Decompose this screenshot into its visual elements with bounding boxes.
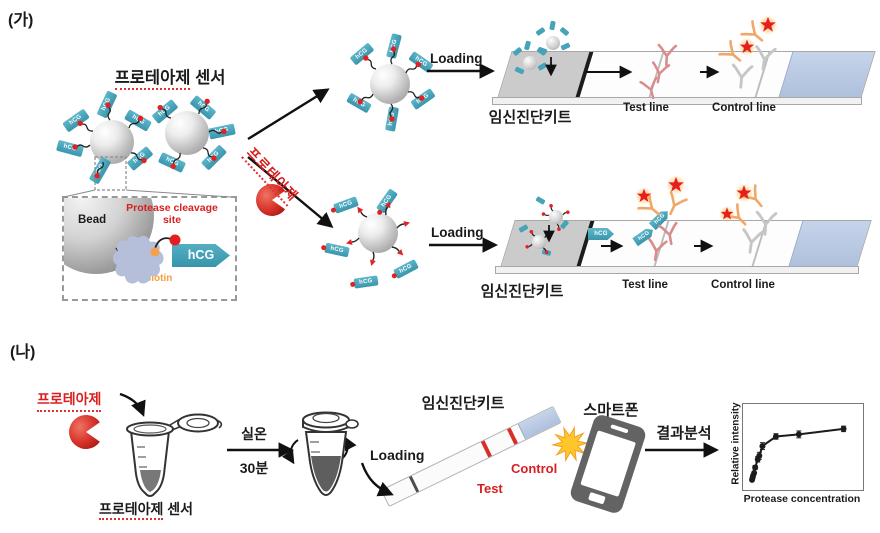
strip-edge: [492, 97, 862, 105]
test-line: [480, 440, 492, 458]
test-label-na: Test: [477, 481, 503, 496]
hcg-chip: [523, 40, 532, 51]
incubation-temp-label: 실온: [241, 426, 267, 442]
sensor-bead-cleaved: [358, 213, 398, 253]
smartphone-icon: [568, 412, 648, 516]
panel-ga-label: (가): [8, 12, 34, 29]
hcg-chip: [535, 26, 546, 37]
smartphone-label: 스마트폰: [583, 402, 639, 419]
cleavage-site-label: Protease cleavage site: [126, 202, 218, 227]
control-line-stripe: [751, 221, 768, 267]
sensor-title-rest: 센서: [195, 69, 226, 87]
absorbent-pad: [778, 52, 875, 98]
hcg-chip: [549, 20, 556, 31]
loading-label-top: Loading: [430, 51, 483, 66]
control-line-label-top: Control line: [712, 102, 776, 114]
hcg-tag: hCG: [62, 108, 90, 133]
panel-na-label: (나): [10, 344, 36, 361]
hcg-tag-released: hCG: [393, 258, 419, 280]
sensor-title: 프로테아제 센서: [95, 64, 245, 90]
control-line-stripe: [754, 52, 771, 98]
bead-label: Bead: [78, 214, 107, 226]
hcg-tag: hCG: [386, 33, 402, 59]
hcg-tag: hCG: [410, 88, 436, 110]
absorbent-pad: [517, 406, 562, 440]
strip-edge: [495, 266, 859, 274]
hcg-tag: hCG: [346, 92, 372, 114]
sensor-bead-mini: [523, 56, 537, 70]
hcg-chip: [535, 196, 546, 205]
sensor-bead: [165, 111, 209, 155]
hcg-tag: hCG: [157, 152, 187, 173]
sensor-bead-mini-cleaved: [532, 235, 546, 249]
sensor-bead-mini: [546, 36, 560, 50]
sensor-label-rest: 센서: [167, 501, 194, 517]
graph-y-axis-label: Relative intensity: [730, 402, 742, 485]
lateral-flow-strip-top: [497, 51, 876, 99]
analysis-label: 결과분석: [656, 425, 712, 442]
hcg-tag: hCG: [208, 123, 236, 140]
na-curved-arrows: [119, 392, 394, 497]
sample-pad: [501, 221, 595, 267]
sensor-bead-mini-cleaved: [549, 210, 563, 224]
test-line-label-top: Test line: [623, 102, 669, 114]
sample-pad: [498, 52, 594, 98]
control-label-na: Control: [511, 461, 558, 476]
hcg-chip: [559, 26, 570, 37]
hcg-tag: hCG: [200, 144, 228, 171]
graph-x-axis-label: Protease concentration: [743, 493, 861, 505]
test-line-label-bottom: Test line: [622, 279, 668, 291]
hcg-tag: hCG: [56, 139, 84, 158]
hcg-tag: hCG: [384, 106, 400, 132]
hcg-tag: hCG: [349, 42, 375, 66]
biotin-label: Biotin: [144, 273, 173, 284]
control-line-label-bottom: Control line: [711, 279, 775, 291]
protease-label-na: 프로테아제: [37, 389, 102, 412]
kit-label-bottom: 임신진단키트: [480, 283, 564, 300]
protease-arrow-label: 프로테아제: [241, 142, 304, 207]
absorbent-pad: [788, 221, 871, 267]
kit-label-na: 임신진단키트: [421, 395, 505, 412]
microtube-open: [126, 413, 223, 497]
loading-label-na: Loading: [370, 447, 425, 463]
hcg-tag-released: hCG: [353, 275, 379, 289]
sensor-bead: [90, 120, 134, 164]
sensor-label-main: 프로테아제: [98, 501, 164, 520]
loading-label-bottom: Loading: [431, 225, 484, 240]
kit-label-top: 임신진단키트: [488, 109, 572, 126]
sensor-title-main: 프로테아제: [114, 69, 191, 90]
hcg-tag-released: hCG: [333, 196, 359, 214]
hcg-tag: hCG: [96, 90, 118, 119]
control-line: [506, 427, 518, 445]
sensor-inset-diagram: Bead Protease cleavage site hCG Biotin: [62, 196, 237, 301]
sample-line: [408, 475, 420, 493]
microtube-closed: [302, 411, 359, 496]
result-graph: [742, 403, 864, 491]
sensor-bead-intact: [370, 64, 410, 104]
graph-canvas: [749, 425, 847, 483]
hcg-tag-released: hCG: [376, 188, 398, 214]
lateral-flow-strip-bottom: [500, 220, 872, 268]
phone-home-button: [588, 491, 606, 505]
sensor-label-na: 프로테아제 센서: [86, 499, 206, 520]
phone-speaker: [610, 424, 629, 434]
incubation-time-label: 30분: [239, 460, 269, 476]
hcg-tag-released: hCG: [324, 242, 350, 258]
phone-screen: [580, 430, 636, 497]
test-line-stripe: [648, 52, 665, 98]
hcg-arrow-tag: hCG: [172, 244, 230, 267]
hcg-tag: hCG: [88, 156, 112, 185]
protease-pacman-icon: [69, 415, 100, 449]
hcg-chip: [560, 42, 571, 51]
hcg-tag-flowing: hCG: [588, 228, 614, 240]
